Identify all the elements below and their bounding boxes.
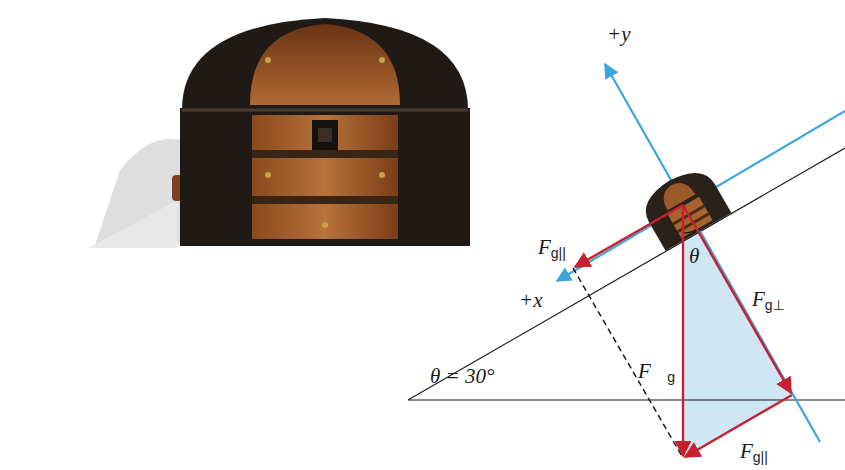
ground-line [408, 399, 845, 400]
treasure-chest-photo [88, 18, 470, 248]
angle-label: θ = 30° [430, 366, 494, 387]
force-label: F⃗g [638, 361, 675, 384]
shaded-triangle [683, 205, 792, 458]
incline-line [408, 148, 845, 400]
dashed-line [573, 268, 683, 458]
axis-label: +x [519, 290, 543, 311]
gravity-vector [682, 205, 684, 456]
angle-label: θ [689, 246, 699, 267]
axis-label: +y [607, 24, 631, 45]
parallel-component [685, 395, 792, 457]
force-label: Fg⊥ [752, 289, 785, 312]
y-axis [605, 64, 820, 442]
force-label: Fg|| [538, 237, 566, 260]
force-label: Fg|| [740, 441, 768, 464]
parallel-component [575, 205, 683, 267]
x-axis [557, 111, 845, 281]
perpendicular-component [683, 205, 791, 393]
angle-arc [683, 229, 697, 233]
